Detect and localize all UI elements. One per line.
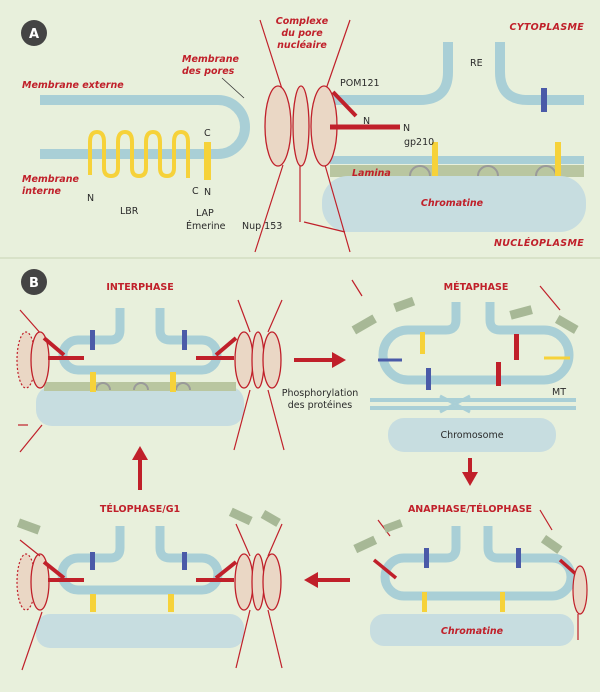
mt-label: MT bbox=[552, 387, 566, 398]
lbr-c-terminal: C bbox=[192, 186, 199, 197]
outer-membrane-right bbox=[330, 42, 453, 105]
gp210-n-terminal: N bbox=[403, 123, 410, 134]
lbr-n-terminal: N bbox=[87, 193, 94, 204]
gp210-label: gp210 bbox=[404, 137, 434, 148]
nuclear-membrane-left bbox=[40, 95, 250, 159]
lamina-label: Lamina bbox=[352, 168, 391, 179]
interphase-label: INTERPHASE bbox=[106, 282, 173, 293]
membrane-interne-label-2: interne bbox=[22, 186, 61, 197]
chromatine-label-a: Chromatine bbox=[421, 198, 484, 209]
lbr-protein bbox=[88, 129, 190, 179]
er-blue-protein bbox=[541, 88, 547, 112]
arrow-to-metaphase-head bbox=[332, 352, 346, 368]
pom121-protein bbox=[331, 90, 358, 118]
panel-b-badge-label: B bbox=[29, 276, 39, 291]
complexe-label-1: Complexe bbox=[276, 16, 329, 27]
anaphase-label: ANAPHASE/TÉLOPHASE bbox=[408, 503, 532, 515]
nup153-label: Nup 153 bbox=[242, 221, 282, 232]
lamina-layer bbox=[330, 165, 584, 177]
er-membrane bbox=[495, 42, 584, 105]
complexe-label-3: nucléaire bbox=[277, 40, 327, 51]
telophase-cell: TÉLOPHASE/G1 bbox=[16, 503, 283, 671]
arrow-to-interphase-head bbox=[132, 446, 148, 460]
membrane-pores-label-2: des pores bbox=[182, 66, 235, 77]
membrane-externe-label: Membrane externe bbox=[22, 80, 124, 91]
emerine-label: Émerine bbox=[186, 220, 226, 232]
phosphorylation-label-1: Phosphorylation bbox=[282, 388, 359, 399]
metaphase-cell: MÉTAPHASE Chromosome MT bbox=[351, 279, 579, 452]
pom121-label: POM121 bbox=[340, 78, 380, 89]
re-label: RE bbox=[470, 58, 483, 69]
inner-membrane-protein-2 bbox=[555, 142, 561, 176]
panel-b-badge bbox=[21, 269, 47, 295]
phosphorylation-label-2: des protéines bbox=[288, 400, 352, 411]
nucleoplasme-label: NUCLÉOPLASME bbox=[494, 237, 584, 249]
lap-c-terminal: C bbox=[204, 128, 211, 139]
inner-membrane-protein-1 bbox=[432, 142, 438, 176]
membrane-interne-label-1: Membrane bbox=[22, 174, 79, 185]
nuclear-pore-complex-a bbox=[254, 19, 351, 253]
cytoplasme-label: CYTOPLASME bbox=[509, 22, 584, 33]
membrane-pores-pointer bbox=[221, 77, 245, 99]
panel-a: A N C LBR C N LAP Émerine bbox=[21, 16, 586, 253]
lap-n-terminal: N bbox=[204, 187, 211, 198]
interphase-cell: INTERPHASE bbox=[16, 282, 285, 453]
chromosome-label: Chromosome bbox=[440, 430, 503, 441]
anaphase-cell: ANAPHASE/TÉLOPHASE Chromatine bbox=[353, 503, 588, 646]
arrow-to-telophase-head bbox=[304, 572, 318, 588]
telophase-label: TÉLOPHASE/G1 bbox=[100, 503, 180, 515]
lbr-label: LBR bbox=[120, 206, 139, 217]
panel-b: B INTERPHASE bbox=[16, 269, 588, 671]
lap-label: LAP bbox=[196, 208, 214, 219]
panel-a-badge-label: A bbox=[29, 27, 39, 42]
chromatine-label-b: Chromatine bbox=[441, 626, 504, 637]
arrow-to-anaphase-head bbox=[462, 472, 478, 486]
pom121-n-terminal: N bbox=[363, 116, 370, 127]
complexe-label-2: du pore bbox=[281, 28, 323, 39]
chromatin-block bbox=[322, 176, 586, 232]
membrane-pores-label-1: Membrane bbox=[182, 54, 239, 65]
panel-a-badge bbox=[21, 20, 47, 46]
lap-protein bbox=[204, 142, 211, 180]
metaphase-label: MÉTAPHASE bbox=[444, 281, 509, 293]
